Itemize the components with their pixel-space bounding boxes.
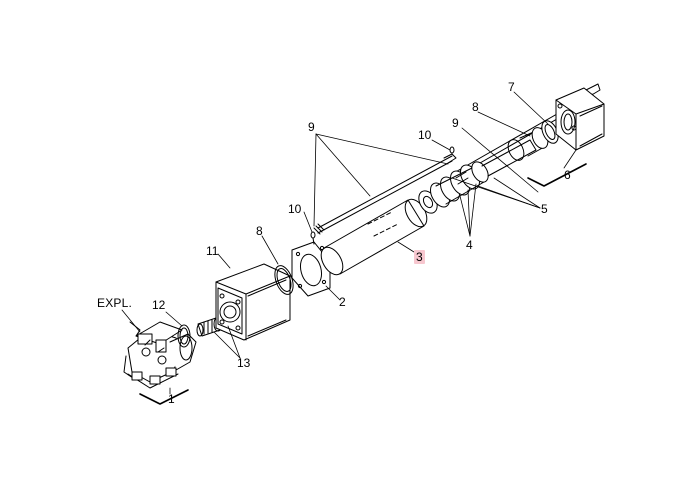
label-part-5: 5 bbox=[541, 202, 548, 216]
leader-lines bbox=[121, 91, 577, 395]
label-part-3-highlighted: 3 bbox=[414, 250, 425, 264]
label-part-4: 4 bbox=[466, 238, 473, 252]
label-part-9-right: 9 bbox=[452, 116, 459, 130]
label-part-1: 1 bbox=[168, 392, 175, 406]
label-part-7: 7 bbox=[508, 80, 515, 94]
label-part-13: 13 bbox=[237, 356, 251, 370]
label-part-9-left: 9 bbox=[308, 120, 315, 134]
label-expl: EXPL. bbox=[97, 296, 133, 310]
part-10-pin-left bbox=[310, 231, 316, 245]
label-part-8-left: 8 bbox=[256, 224, 263, 238]
part-6-rod-end-head bbox=[527, 87, 605, 187]
label-part-11: 11 bbox=[206, 244, 219, 258]
label-part-10-right: 10 bbox=[418, 128, 432, 142]
label-part-2: 2 bbox=[339, 295, 346, 309]
part-12-o-ring bbox=[177, 324, 191, 348]
label-part-6: 6 bbox=[564, 168, 571, 182]
label-part-12: 12 bbox=[152, 298, 166, 312]
label-part-8-right: 8 bbox=[472, 100, 479, 114]
label-part-10-left: 10 bbox=[288, 202, 302, 216]
part-3-cylinder-tube bbox=[320, 198, 428, 276]
part-11-end-flange bbox=[215, 263, 291, 341]
part-10-pin-right bbox=[449, 146, 455, 154]
part-1-pump-head bbox=[123, 321, 197, 405]
part-4-5-piston-assembly bbox=[418, 139, 537, 214]
